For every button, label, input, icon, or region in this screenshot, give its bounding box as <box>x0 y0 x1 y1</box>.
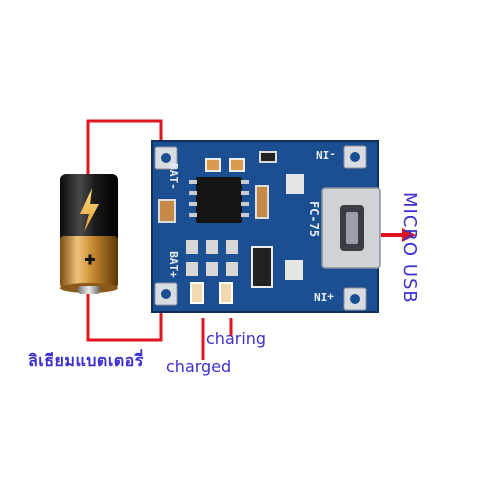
bat-plus-label: BAT+ <box>166 251 180 278</box>
wire-positive <box>86 290 163 342</box>
micro-usb-label: MICRO USB <box>399 192 420 304</box>
in-minus-label: -IN <box>316 148 336 161</box>
in-plus-label: +IN <box>314 290 334 303</box>
led-pointers <box>201 318 233 360</box>
charger-board <box>151 140 381 313</box>
chip-label: FC-75 <box>307 200 322 238</box>
wire-negative <box>86 119 163 174</box>
charging-label: charing <box>206 329 267 348</box>
battery-label: ลิเธียมแบตเตอรี่ <box>28 351 144 370</box>
bat-minus-label: BAT- <box>166 163 180 190</box>
smd-components <box>158 151 304 288</box>
charged-led <box>190 282 204 304</box>
ic-chip <box>189 177 249 223</box>
battery-icon <box>60 174 118 294</box>
usb-arrow <box>381 228 416 242</box>
charging-led <box>219 282 233 304</box>
charged-label: charged <box>166 357 232 376</box>
lightning-bolt-icon <box>80 188 99 232</box>
micro-usb-connector <box>321 187 381 269</box>
status-leds <box>190 282 233 304</box>
